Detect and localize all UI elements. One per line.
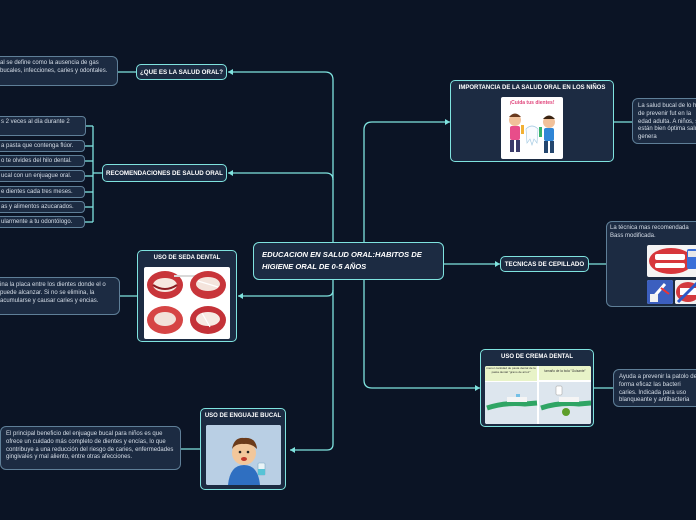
teeth-brush-icon: [649, 248, 696, 274]
brush-gumline-icon: [675, 280, 696, 304]
recommendation-item: ucal con un enjuague oral.: [0, 170, 85, 182]
recommendation-item: a pasta que contenga flúor.: [0, 140, 85, 152]
right-caption: tamaño de la bola "Guisante": [539, 366, 591, 380]
importancia-description: La salud bucal de lo hora de prevenir fu…: [632, 98, 696, 144]
bass-technique-image-left: [647, 280, 673, 304]
recommendation-item: e dientes cada tres meses.: [0, 186, 85, 198]
topic-importancia[interactable]: IMPORTANCIA DE LA SALUD ORAL EN LOS NIÑO…: [450, 80, 614, 162]
cepillado-panel: La técnica mas recomendada Bass modifica…: [606, 221, 696, 307]
child-rinsing-icon: [206, 425, 281, 485]
topic-crema-dental[interactable]: USO DE CREMA DENTAL menor cantidad de pa…: [480, 349, 594, 427]
mouthwash-child-image: [206, 425, 281, 485]
image-caption: ¡Cuida tus dientes!: [509, 100, 555, 106]
enjuague-title: USO DE ENGUAJE BUCAL: [204, 413, 282, 419]
cepillado-description: La técnica mas recomendada Bass modifica…: [610, 225, 689, 239]
central-topic[interactable]: EDUCACION EN SALUD ORAL:HABITOS DE HIGIE…: [253, 242, 444, 280]
recommendation-item: as y alimentos azucarados.: [0, 201, 85, 213]
recommendation-item: ularmente a tu odontólogo.: [0, 216, 85, 228]
bass-technique-image-right: [675, 280, 696, 304]
left-caption: menor cantidad de pasta dental de la pas…: [485, 366, 537, 381]
kids-brushing-icon: [509, 113, 555, 153]
enjuague-description: El principal beneficio del enjuague buca…: [0, 426, 181, 470]
topic-que-es-salud-oral[interactable]: ¿QUE ES LA SALUD ORAL?: [136, 64, 227, 80]
flossing-image: [144, 267, 230, 339]
recommendation-item: o te olvides del hilo dental.: [0, 155, 85, 167]
seda-dental-title: USO DE SEDA DENTAL: [153, 255, 221, 261]
brush-angle-icon: [647, 280, 673, 304]
toothpaste-amount-image: menor cantidad de pasta dental de la pas…: [485, 366, 591, 424]
topic-tecnicas-cepillado[interactable]: TECNICAS DE CEPILLADO: [500, 256, 589, 272]
crema-dental-description: Ayuda a prevenir la patolo de forma efic…: [613, 369, 696, 407]
crema-dental-title: USO DE CREMA DENTAL: [501, 354, 573, 360]
topic-enjuague-bucal[interactable]: USO DE ENGUAJE BUCAL: [200, 408, 286, 490]
toothbrush-paste-icon: [485, 382, 591, 424]
importancia-title: IMPORTANCIA DE LA SALUD ORAL EN LOS NIÑO…: [458, 85, 606, 91]
care-teeth-image: ¡Cuida tus dientes!: [501, 97, 563, 159]
mouth-floss-icon: [147, 271, 226, 334]
topic-recomendaciones[interactable]: RECOMENDACIONES DE SALUD ORAL: [102, 164, 227, 182]
recommendation-item: s 2 veces al día durante 2: [0, 116, 86, 136]
que-es-description: al se define como la ausencia de gas buc…: [0, 56, 118, 86]
seda-dental-description: ina la placa entre los dientes donde el …: [0, 277, 120, 315]
topic-seda-dental[interactable]: USO DE SEDA DENTAL: [137, 250, 237, 342]
bass-technique-image-top: [647, 245, 696, 277]
